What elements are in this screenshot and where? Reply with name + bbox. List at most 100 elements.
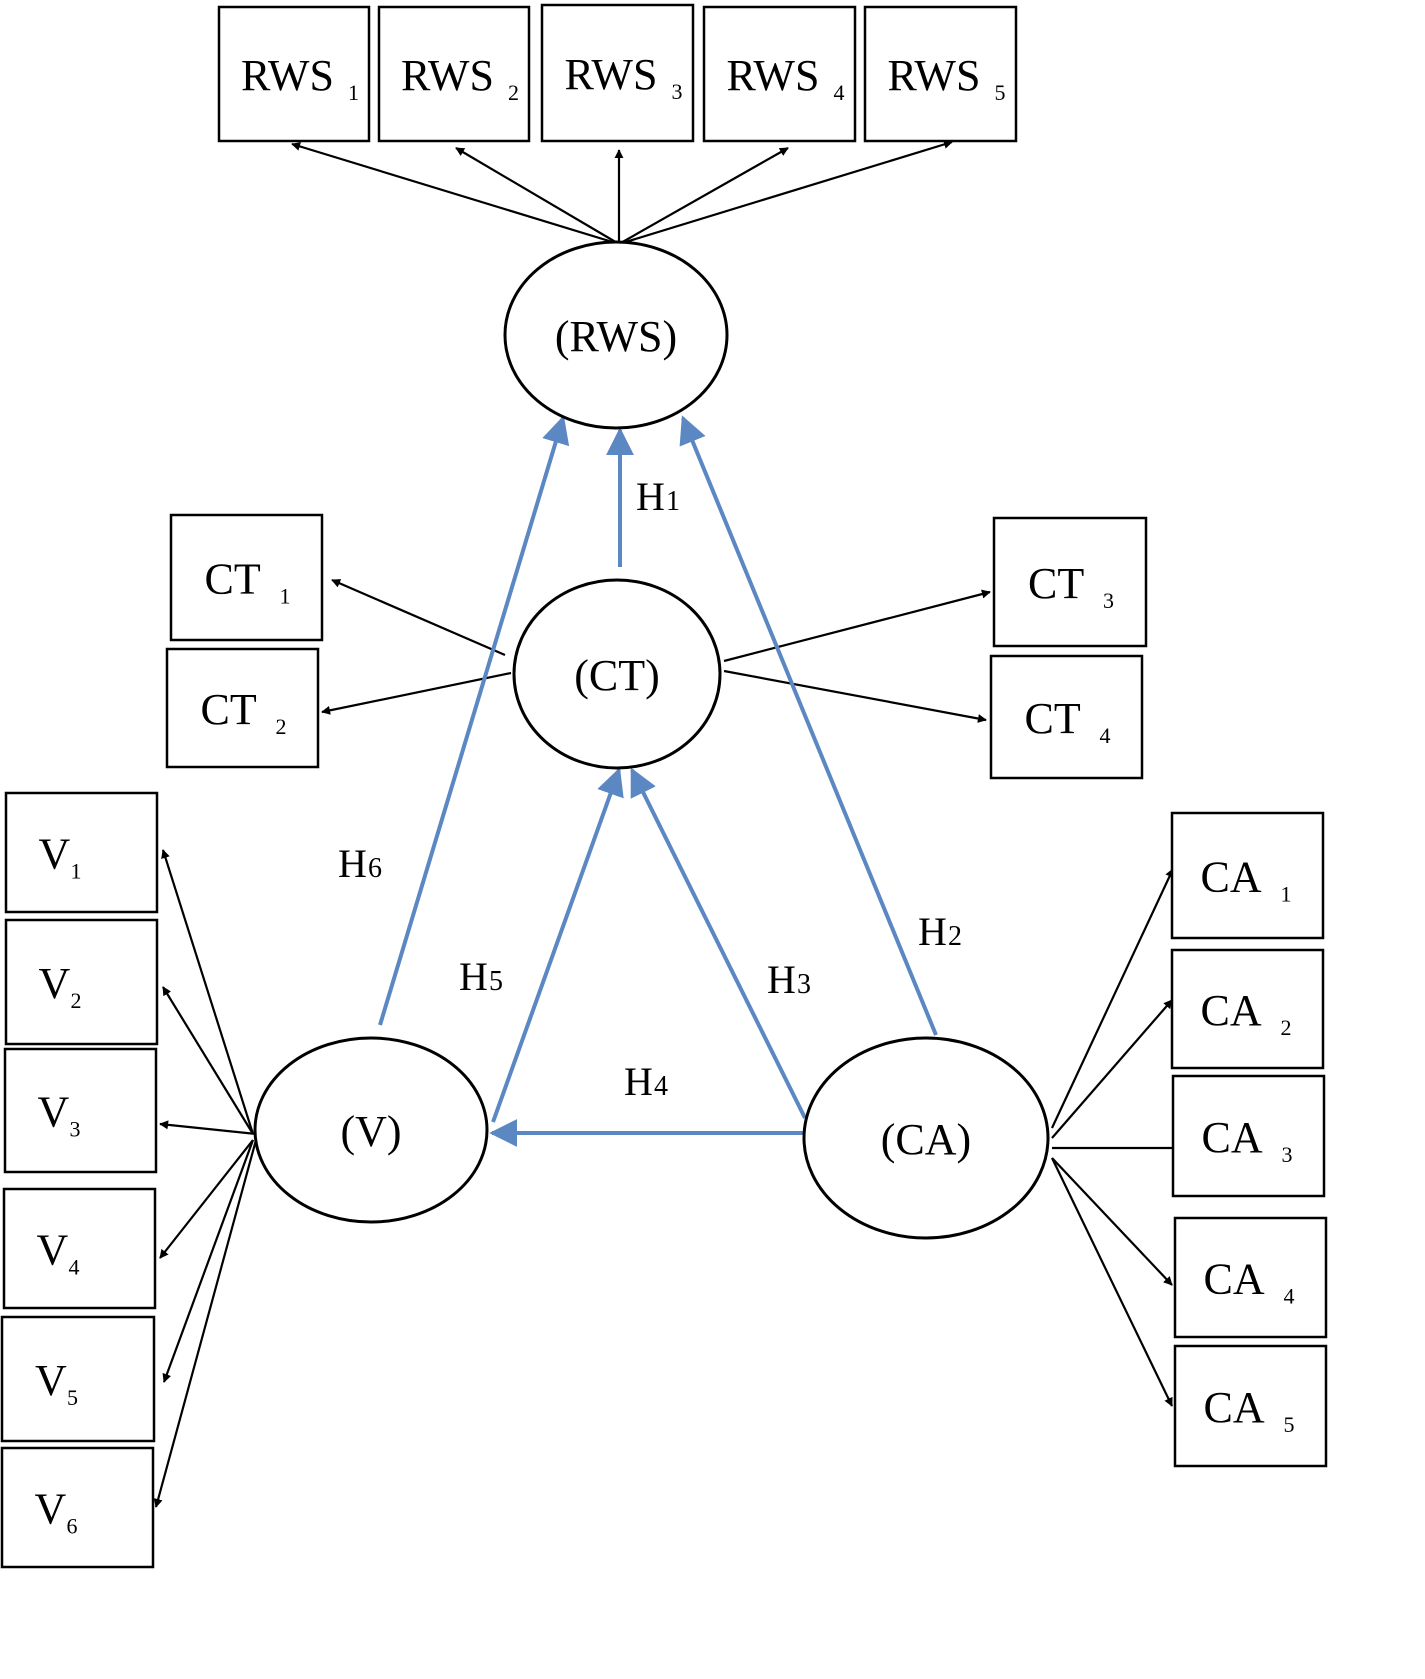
loading-arrow-rws1 [291, 142, 620, 246]
loading-arrow-ct1 [331, 578, 506, 657]
hypothesis-subscript: 1 [666, 486, 680, 517]
indicator-box [1173, 1216, 1328, 1339]
indicator-rws2: RWS 2 [377, 5, 531, 143]
indicator-subscript: 2 [1281, 1015, 1292, 1040]
indicator-ca1: CA 1 [1170, 811, 1325, 940]
indicator-subscript: 1 [1281, 882, 1292, 907]
latent-label: (RWS) [555, 312, 677, 361]
loading-arrow-ct3 [723, 589, 991, 663]
latent-ellipse [512, 578, 722, 770]
measurement-arrows [153, 140, 1181, 1508]
latent-ellipse [802, 1036, 1050, 1240]
indicator-subscript: 2 [71, 988, 82, 1013]
indicator-box [4, 918, 159, 1046]
indicator-label: CA [1201, 853, 1262, 902]
loading-arrow-v2 [162, 986, 254, 1135]
indicator-subscript: 5 [1284, 1412, 1295, 1437]
indicator-label: V [35, 1356, 67, 1405]
indicator-ct3: CT 3 [992, 516, 1148, 648]
path-h6 [378, 415, 570, 1026]
indicator-subscript: 3 [1103, 588, 1114, 613]
indicator-label: RWS [401, 51, 494, 100]
loading-arrow-ct2 [321, 671, 512, 715]
path-h5 [491, 767, 624, 1123]
latent-ellipse [253, 1036, 489, 1224]
indicator-subscript: 1 [71, 859, 82, 884]
indicator-box [1173, 1344, 1328, 1468]
indicator-box [863, 5, 1018, 143]
indicator-ct1: CT 1 [169, 513, 324, 642]
loading-arrow-ca4 [1051, 1157, 1173, 1286]
indicator-subscript: 2 [508, 80, 519, 105]
loading-arrow-ca2 [1051, 999, 1173, 1139]
indicator-box [377, 5, 531, 143]
hypothesis-subscript: 3 [797, 969, 811, 1000]
indicator-ct4: CT 4 [989, 654, 1144, 780]
loading-arrow-v3 [159, 1120, 257, 1136]
indicator-rws3: RWS 3 [540, 3, 695, 143]
indicator-subscript: 3 [1282, 1142, 1293, 1167]
indicator-label: CT [1025, 694, 1081, 743]
path-h2 [679, 415, 938, 1036]
loading-arrow-ct4 [723, 669, 987, 723]
indicator-label: CT [201, 685, 257, 734]
indicator-box [0, 1446, 155, 1569]
indicator-subscript: 4 [1100, 723, 1111, 748]
indicator-box [989, 654, 1144, 780]
hypothesis-subscript: 6 [368, 853, 382, 884]
indicator-label: RWS [565, 50, 658, 99]
indicator-box [165, 647, 320, 769]
hypothesis-label: H [767, 957, 796, 1002]
latent-label: (V) [340, 1107, 401, 1156]
hypothesis-label: H [338, 841, 367, 886]
hypothesis-label: H [624, 1059, 653, 1104]
loading-arrow-v4 [159, 1139, 254, 1259]
indicator-subscript: 6 [67, 1514, 78, 1539]
hypothesis-label: H [459, 954, 488, 999]
structural-paths [378, 415, 938, 1147]
indicator-box [4, 791, 159, 914]
indicator-label: RWS [888, 51, 981, 100]
indicator-subscript: 1 [280, 584, 291, 609]
latent-ellipse [503, 240, 729, 430]
indicator-box [1171, 1074, 1326, 1198]
loading-arrow-ca5 [1051, 1157, 1173, 1407]
hypothesis-subscript: 5 [489, 966, 503, 997]
indicator-label: CT [1028, 559, 1084, 608]
hypothesis-subscript: 2 [948, 921, 962, 952]
indicator-subscript: 3 [672, 79, 683, 104]
latent-label: (CA) [881, 1115, 971, 1164]
indicator-box [217, 5, 371, 143]
indicator-box [702, 5, 857, 143]
latent-v: (V) [253, 1036, 489, 1224]
indicator-label: V [35, 1485, 67, 1534]
indicator-label: CA [1204, 1255, 1265, 1304]
loading-arrow-v6 [153, 1139, 258, 1508]
indicator-box [1170, 948, 1325, 1070]
loading-arrow-v1 [161, 849, 255, 1135]
indicator-subscript: 4 [69, 1255, 80, 1280]
indicator-label: V [38, 1088, 70, 1137]
indicator-label: CT [205, 555, 261, 604]
loading-arrow-ca1 [1051, 868, 1174, 1129]
indicator-box [992, 516, 1148, 648]
indicator-label: V [37, 1226, 69, 1275]
latent-label: (CT) [574, 651, 660, 700]
